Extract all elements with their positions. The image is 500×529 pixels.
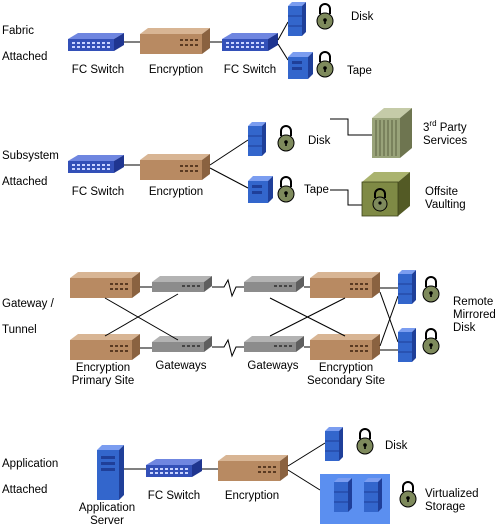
subsystem-section	[68, 108, 412, 217]
gateways-label: Gateways	[247, 360, 299, 372]
encryption-device-icon	[70, 272, 140, 298]
disk-icon	[363, 477, 383, 513]
fc-switch-label: FC Switch	[147, 490, 201, 502]
disk-icon	[333, 477, 353, 513]
server-icon	[97, 445, 124, 500]
fc-switch-label: FC Switch	[71, 64, 125, 76]
gateway-icon	[244, 276, 304, 292]
gateway-section	[70, 269, 440, 363]
tape-icon	[288, 52, 313, 79]
encryption-label: Encryption	[148, 64, 204, 76]
application-section	[97, 426, 417, 524]
disk-icon	[247, 121, 267, 157]
gateways-label: Gateways	[155, 360, 207, 372]
tape-label: Tape	[347, 65, 372, 77]
disk-icon	[397, 269, 417, 305]
encryption-device-icon	[140, 154, 210, 180]
padlock-icon	[277, 125, 295, 152]
encryption-label: Encryption	[148, 186, 204, 198]
encryption-device-icon	[70, 334, 140, 360]
fc-switch-icon	[146, 459, 202, 477]
disk-icon	[324, 426, 344, 462]
padlock-icon	[422, 276, 440, 303]
padlock-icon	[316, 51, 334, 78]
encryption-device-icon	[310, 334, 380, 360]
disk-icon	[287, 1, 307, 37]
tape-icon	[248, 176, 273, 203]
fc-switch-icon	[222, 33, 278, 51]
fabric-section	[68, 1, 334, 79]
fc-switch-label: FC Switch	[71, 186, 125, 198]
gateway-icon	[244, 336, 304, 352]
disk-icon	[397, 327, 417, 363]
disk-label: Disk	[351, 11, 374, 23]
gateway-icon	[152, 336, 212, 352]
building-icon	[372, 108, 412, 158]
encryption-device-icon	[140, 28, 210, 54]
fc-switch-icon	[68, 155, 124, 173]
encryption-label: Encryption	[224, 490, 280, 502]
padlock-icon	[422, 328, 440, 355]
disk-label: Disk	[308, 135, 331, 147]
fc-switch-label: FC Switch	[223, 64, 277, 76]
encryption-device-icon	[310, 272, 380, 298]
fc-switch-icon	[68, 33, 124, 51]
padlock-icon	[316, 3, 334, 30]
gateway-icon	[152, 276, 212, 292]
disk-label: Disk	[385, 440, 408, 452]
padlock-icon	[277, 176, 295, 203]
padlock-icon	[399, 481, 417, 508]
padlock-icon	[356, 428, 374, 455]
tape-label: Tape	[304, 184, 329, 196]
encryption-device-icon	[218, 455, 288, 481]
vault-icon	[361, 172, 410, 217]
section-label-gateway: Gateway /Tunnel	[2, 298, 54, 336]
